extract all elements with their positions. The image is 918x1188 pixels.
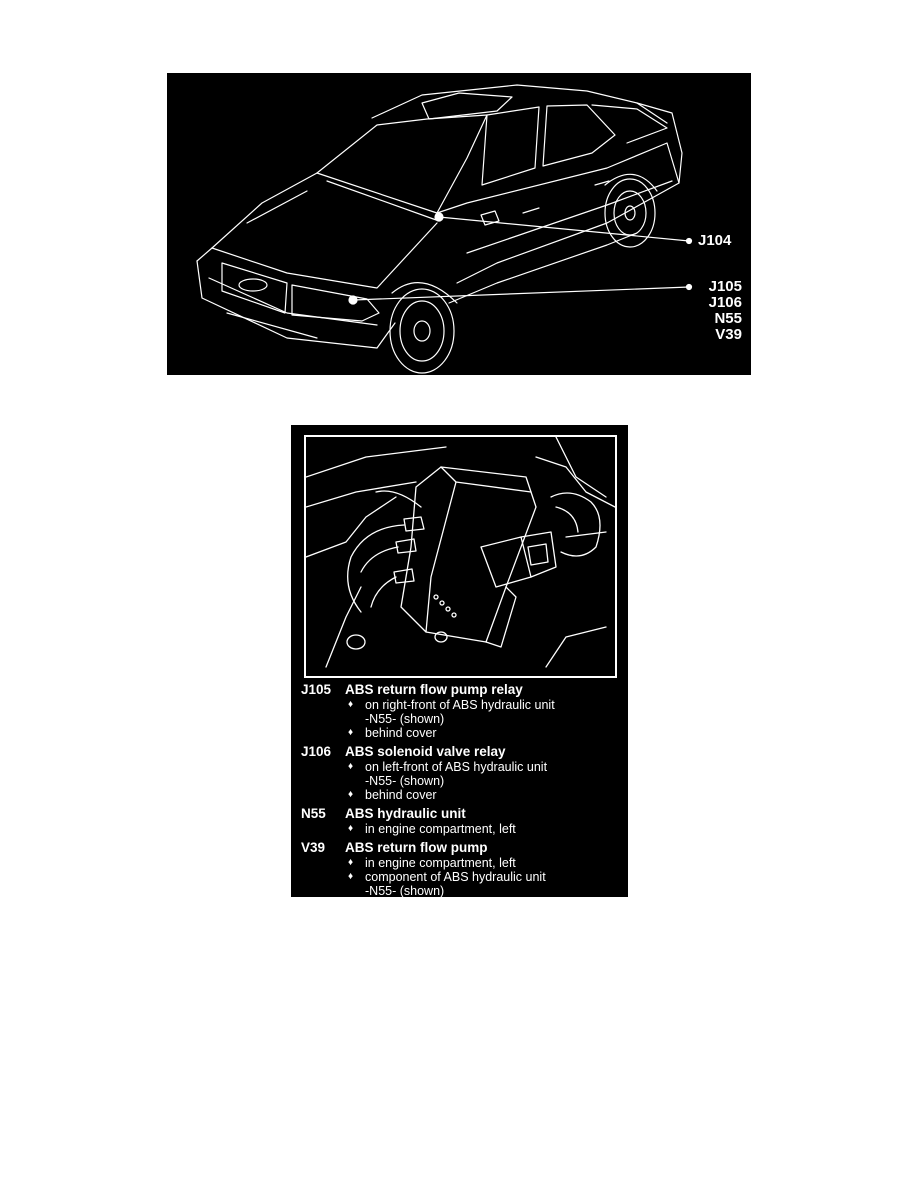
legend-entry: J106 ABS solenoid valve relay ♦ on left-…	[301, 743, 621, 802]
component-code: V39	[301, 840, 326, 855]
callout-v39: V39	[715, 326, 742, 343]
diamond-bullet-icon: ♦	[348, 699, 354, 710]
callout-j104: J104	[698, 232, 732, 249]
bullet-text: -N55- (shown)	[365, 712, 445, 726]
legend-entry: J105 ABS return flow pump relay ♦ on rig…	[301, 681, 621, 740]
component-code: J106	[301, 744, 332, 759]
legend-bullet: ♦ behind cover	[301, 788, 621, 802]
component-code: J105	[301, 682, 332, 697]
component-legend: J105 ABS return flow pump relay ♦ on rig…	[301, 681, 621, 897]
callout-group: J105 J106 N55 V39	[709, 279, 742, 343]
bullet-text: component of ABS hydraulic unit	[365, 870, 546, 884]
diamond-bullet-icon: ♦	[348, 761, 354, 772]
diamond-bullet-icon: ♦	[348, 871, 354, 882]
legend-entry: N55 ABS hydraulic unit ♦ in engine compa…	[301, 805, 621, 836]
legend-bullet: ♦ component of ABS hydraulic unit -N55- …	[301, 870, 621, 897]
callout-n55: N55	[714, 310, 742, 327]
callout-j106: J106	[708, 294, 742, 311]
bullet-text: -N55- (shown)	[365, 774, 445, 788]
component-title: ABS hydraulic unit	[345, 806, 466, 821]
component-title: ABS return flow pump	[345, 840, 488, 855]
bullet-text: in engine compartment, left	[365, 856, 516, 870]
bullet-text: in engine compartment, left	[365, 822, 516, 836]
car-location-diagram: J104 J105 J106 N55 V39	[167, 73, 751, 375]
abs-unit-diagram: J105 ABS return flow pump relay ♦ on rig…	[291, 425, 628, 897]
diamond-bullet-icon: ♦	[348, 823, 354, 834]
component-code: N55	[301, 806, 326, 821]
abs-unit-illustration	[304, 435, 617, 678]
callout-j105: J105	[708, 278, 742, 295]
legend-bullet: ♦ on left-front of ABS hydraulic unit -N…	[301, 760, 621, 788]
legend-bullet: ♦ behind cover	[301, 726, 621, 740]
bullet-text: behind cover	[365, 726, 437, 740]
legend-bullet: ♦ in engine compartment, left	[301, 822, 621, 836]
bullet-text: behind cover	[365, 788, 437, 802]
car-line-drawing	[196, 84, 693, 374]
abs-line-drawing	[306, 437, 615, 668]
diamond-bullet-icon: ♦	[348, 857, 354, 868]
diamond-bullet-icon: ♦	[348, 727, 354, 738]
bullet-text: on left-front of ABS hydraulic unit	[365, 760, 548, 774]
diamond-bullet-icon: ♦	[348, 789, 354, 800]
legend-bullet: ♦ on right-front of ABS hydraulic unit -…	[301, 698, 621, 726]
component-title: ABS solenoid valve relay	[345, 744, 506, 759]
component-title: ABS return flow pump relay	[345, 682, 523, 697]
legend-entry: V39 ABS return flow pump ♦ in engine com…	[301, 839, 621, 897]
legend-bullet: ♦ in engine compartment, left	[301, 856, 621, 870]
bullet-text: on right-front of ABS hydraulic unit	[365, 698, 555, 712]
bullet-text: -N55- (shown)	[365, 884, 445, 897]
